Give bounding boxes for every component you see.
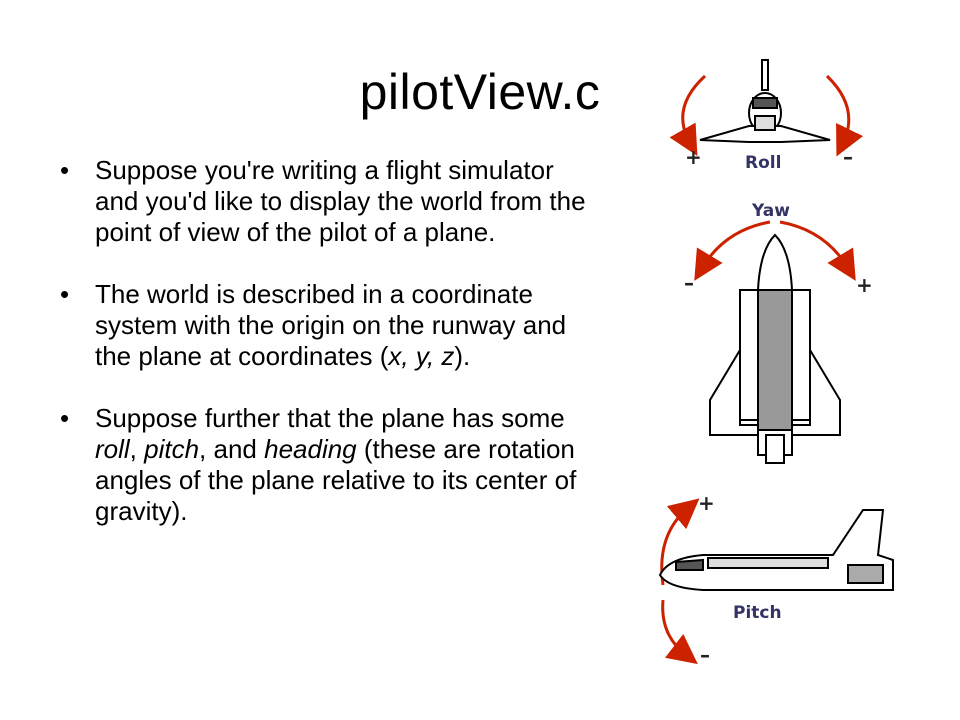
roll-label: Roll <box>745 153 781 173</box>
yaw-label: Yaw <box>751 201 790 221</box>
roll-left-arrow-icon <box>669 74 707 157</box>
bullet-text: Suppose you're writing a flight simulato… <box>95 155 586 247</box>
bullet-text-run: x, y, z <box>388 341 455 371</box>
pitch-down-arrow-icon <box>661 599 698 665</box>
orbiter-front-icon <box>699 59 831 143</box>
orbiter-side-icon <box>658 509 894 591</box>
bullet-text: Suppose further that the plane has some … <box>95 403 576 526</box>
bullet-text-run: Suppose further that the plane has some <box>95 403 565 433</box>
pitch-minus-label: – <box>700 643 710 665</box>
bullet-text-run: , and <box>199 434 265 464</box>
bullet-text-run: roll <box>95 434 130 464</box>
bullet-item-2: • The world is described in a coordinate… <box>60 279 590 372</box>
bullet-text-run: The world is described in a coordinate s… <box>95 279 567 371</box>
yaw-right-arrow-icon <box>779 220 856 281</box>
bullet-text-run: , <box>129 434 145 464</box>
yaw-left-arrow-icon <box>694 220 771 281</box>
roll-minus-label: – <box>843 145 853 169</box>
bullet-item-3: • Suppose further that the plane has som… <box>60 403 590 527</box>
yaw-figure: Yaw – + <box>670 200 880 465</box>
pitch-plus-label: + <box>698 491 715 515</box>
roll-plus-label: + <box>685 145 702 169</box>
bullet-text-run: ). <box>454 341 471 371</box>
bullet-text-run: pitch <box>144 434 200 464</box>
yaw-plus-label: + <box>856 273 873 297</box>
bullet-text: The world is described in a coordinate s… <box>95 279 566 371</box>
pitch-label: Pitch <box>733 603 782 623</box>
slide-title: pilotView.c <box>359 64 601 120</box>
bullet-dot-icon: • <box>60 403 70 433</box>
bullet-item-1: • Suppose you're writing a flight simula… <box>60 155 590 248</box>
pitch-figure: + – Pitch <box>648 490 908 665</box>
bullet-list: • Suppose you're writing a flight simula… <box>60 155 590 558</box>
yaw-minus-label: – <box>684 271 694 295</box>
bullet-text-run: (these are rotation angles of the plane … <box>95 434 577 526</box>
roll-right-arrow-icon <box>825 74 864 157</box>
orbiter-top-icon <box>709 233 841 464</box>
bullet-text-run: heading <box>264 434 357 464</box>
bullet-dot-icon: • <box>60 279 70 309</box>
roll-figure: + – Roll <box>665 58 880 183</box>
bullet-text-run: Suppose you're writing a flight simulato… <box>95 155 586 247</box>
bullet-dot-icon: • <box>60 155 70 185</box>
